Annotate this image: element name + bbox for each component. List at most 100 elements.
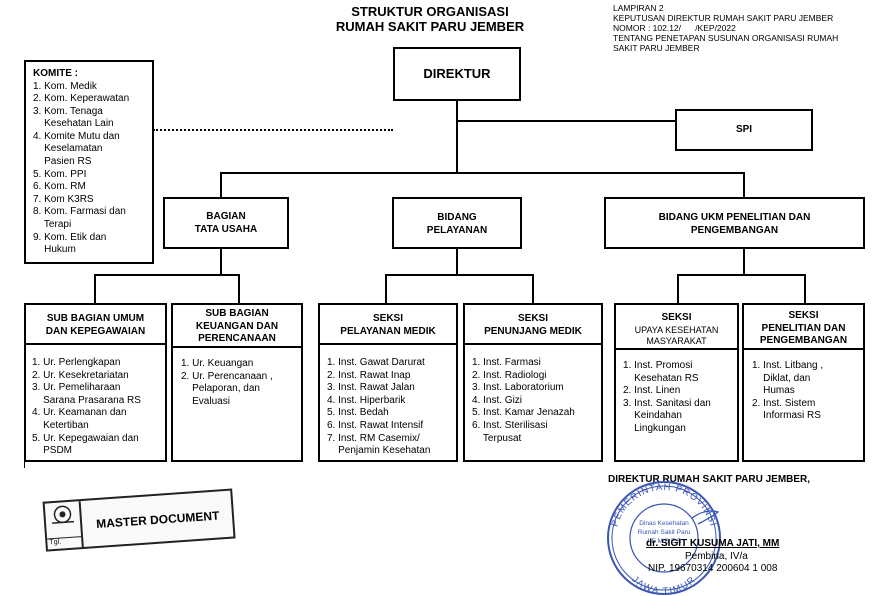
list-item: Pasien RS (33, 156, 92, 168)
seksi-pelayanan-line2: PELAYANAN MEDIK (340, 325, 436, 337)
bidang-ukm-box: BIDANG UKM PENELITIAN DAN PENGEMBANGAN (604, 197, 865, 249)
list-item: 6. Inst. Sterilisasi (472, 419, 548, 431)
seksi-ukm-line3: MASYARAKAT (646, 335, 707, 346)
seksi-litbang-line2: PENELITIAN DAN (761, 322, 846, 334)
bidang-ukm-line2: PENGEMBANGAN (690, 224, 779, 236)
sub-keuangan-line2: KEUANGAN DAN (195, 320, 279, 332)
svg-text:Dinas Kesehatan: Dinas Kesehatan (639, 520, 689, 527)
connector-seksi-ukm (677, 274, 679, 304)
bidang-pelayanan-line1: BIDANG (437, 212, 477, 223)
list-item: 3. Inst. Sanitasi dan (623, 397, 711, 409)
seksi-pelayanan-medik-box: SEKSI PELAYANAN MEDIK 1. Inst. Gawat Dar… (318, 303, 458, 462)
connector-spi (458, 120, 676, 122)
signature-nip: NIP. 19670314 200604 1 008 (648, 563, 778, 574)
lampiran-text: LAMPIRAN 2 KEPUTUSAN DIREKTUR RUMAH SAKI… (613, 3, 883, 53)
list-item: Sarana Prasarana RS (32, 394, 141, 406)
list-item: Keindahan (623, 410, 682, 422)
list-item: 3. Ur. Pemeliharaan (32, 382, 121, 394)
sub-keuangan-line3: PERENCANAAN (198, 333, 276, 344)
list-item: 1. Inst. Promosi (623, 360, 693, 371)
list-item: 2. Inst. Rawat Inap (327, 369, 411, 381)
list-item: 3. Inst. Laboratorium (472, 382, 564, 394)
seksi-litbang-box: SEKSI PENELITIAN DAN PENGEMBANGAN 1. Ins… (742, 303, 865, 462)
seksi-ukm-header: SEKSI UPAYA KESEHATAN MASYARAKAT (616, 305, 737, 350)
signature-rank: Pembina, IV/a (685, 551, 748, 562)
list-item: Evaluasi (181, 395, 230, 407)
sub-keuangan-line1: SUB BAGIAN (205, 308, 269, 319)
list-item: Keselamatan (33, 143, 103, 155)
list-item: 7. Inst. RM Casemix/ (327, 432, 420, 444)
list-item: Ketertiban (32, 419, 89, 431)
komite-title: KOMITE : (33, 68, 78, 79)
lampiran-line2: KEPUTUSAN DIREKTUR RUMAH SAKIT PARU JEMB… (613, 13, 834, 23)
list-item: 9. Kom. Etik dan (33, 231, 107, 243)
connector-pelayanan-horizontal (385, 274, 534, 276)
master-tgl: Tgl. (47, 536, 82, 548)
list-item: Pelaporan, dan (181, 383, 260, 395)
seksi-ukm-line1: SEKSI (661, 312, 692, 323)
list-item: 6. Inst. Rawat Intensif (327, 419, 424, 431)
seksi-litbang-header: SEKSI PENELITIAN DAN PENGEMBANGAN (744, 305, 863, 350)
seksi-ukm-line2: UPAYA KESEHATAN (634, 324, 719, 335)
direktur-label: DIREKTUR (423, 66, 491, 81)
list-item: 2. Ur. Perencanaan , (181, 370, 273, 382)
connector-ukm-horizontal (677, 274, 806, 276)
sub-bagian-keuangan-box: SUB BAGIAN KEUANGAN DAN PERENCANAAN 1. U… (171, 303, 303, 462)
list-item: 5. Inst. Kamar Jenazah (472, 407, 575, 419)
seksi-litbang-line1: SEKSI (788, 310, 819, 321)
bidang-ukm-line1: BIDANG UKM PENELITIAN DAN (658, 212, 811, 223)
list-item: 4. Inst. Gizi (472, 394, 523, 406)
official-stamp-icon: PEMERINTAH PROVINSI JAWA TIMUR Dinas Kes… (607, 481, 721, 596)
connector-direktur-down (456, 101, 458, 173)
connector-ukm-down (743, 248, 745, 275)
list-item: Diklat, dan (752, 372, 811, 384)
list-item: 2. Inst. Radiologi (472, 369, 547, 381)
connector-pelayanan-down (456, 248, 458, 275)
connector-tu-up (220, 172, 222, 198)
list-item: Terpusat (472, 432, 522, 444)
direktur-box: DIREKTUR (393, 47, 521, 101)
connector-sub-keuangan (238, 274, 240, 304)
list-item: 3. Inst. Rawat Jalan (327, 382, 415, 394)
sub-keuangan-header: SUB BAGIAN KEUANGAN DAN PERENCANAAN (173, 305, 301, 348)
chart-title: STRUKTUR ORGANISASI RUMAH SAKIT PARU JEM… (300, 4, 560, 34)
list-item: Kesehatan RS (623, 372, 699, 384)
sub-umum-line2: DAN KEPEGAWAIAN (45, 325, 146, 337)
master-logo-icon (52, 505, 75, 524)
bagian-tata-usaha-box: BAGIAN TATA USAHA (163, 197, 289, 249)
list-item: 2. Kom. Keperawatan (33, 93, 130, 105)
lampiran-line5: SAKIT PARU JEMBER (613, 43, 700, 53)
seksi-litbang-line3: PENGEMBANGAN (759, 335, 848, 346)
list-item: 4. Inst. Hiperbarik (327, 394, 406, 406)
seksi-penunjang-header: SEKSI PENUNJANG MEDIK (465, 305, 601, 345)
master-document-stamp: Tgl. MASTER DOCUMENT (42, 483, 238, 554)
page-mark (24, 460, 25, 468)
title-line2: RUMAH SAKIT PARU JEMBER (335, 19, 525, 34)
list-item: Terapi (33, 219, 72, 231)
list-item: 7. Kom K3RS (33, 193, 94, 205)
list-item: 1. Ur. Perlengkapan (32, 357, 121, 368)
spi-box: SPI (675, 109, 813, 151)
list-item: 4. Ur. Keamanan dan (32, 407, 127, 419)
seksi-ukm-box: SEKSI UPAYA KESEHATAN MASYARAKAT 1. Inst… (614, 303, 739, 462)
seksi-pelayanan-header: SEKSI PELAYANAN MEDIK (320, 305, 456, 345)
lampiran-line3: NOMOR : 102.12/ /KEP/2022 (613, 23, 736, 33)
lampiran-line4: TENTANG PENETAPAN SUSUNAN ORGANISASI RUM… (613, 33, 839, 43)
connector-top-horizontal (220, 172, 745, 174)
connector-sub-umum (94, 274, 96, 304)
list-item: 5. Kom. PPI (33, 168, 87, 180)
master-logo-cell: Tgl. (44, 501, 84, 550)
list-item: PSDM (32, 445, 73, 457)
title-line1: STRUKTUR ORGANISASI (351, 4, 509, 19)
sub-umum-line1: SUB BAGIAN UMUM (46, 313, 145, 324)
signature-name: dr. SIGIT KUSUMA JATI, MM (646, 538, 780, 549)
connector-komite-dotted (153, 129, 393, 131)
connector-seksi-litbang (804, 274, 806, 304)
bidang-pelayanan-line2: PELAYANAN (426, 224, 488, 236)
svg-text:J E M B E R: J E M B E R (646, 538, 682, 545)
connector-seksi-penunjang (532, 274, 534, 304)
list-item: Kesehatan Lain (33, 118, 114, 130)
